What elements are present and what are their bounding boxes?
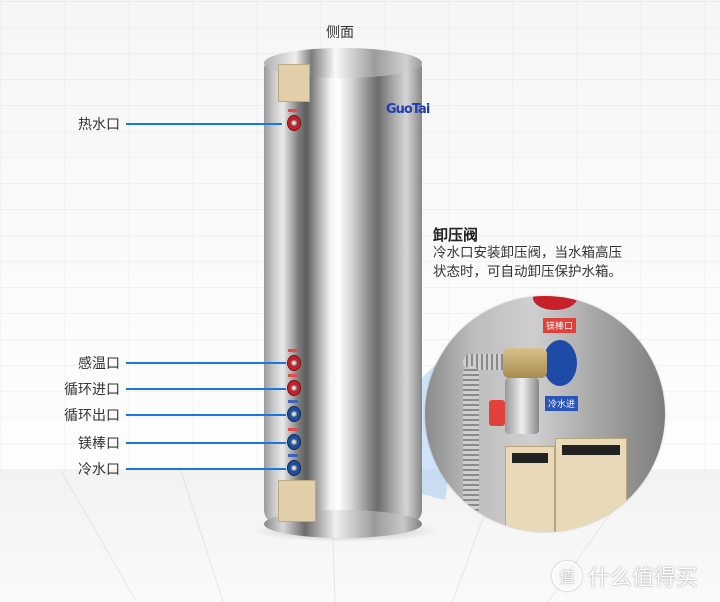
- relief-valve-closeup: 镁棒口 冷水进: [425, 296, 665, 532]
- cold-inlet-cap: [543, 340, 577, 386]
- relief-valve: [505, 378, 539, 434]
- sensor-port: [287, 355, 301, 371]
- red-port-cap: [533, 296, 577, 310]
- relief-valve-title: 卸压阀: [433, 226, 479, 244]
- hot-water-port: [287, 115, 301, 131]
- callout-line: [126, 414, 286, 416]
- manual-card: [505, 446, 555, 532]
- callout-cold-water: 冷水口: [40, 459, 286, 479]
- cold-water-port: [287, 460, 301, 476]
- water-heater-tank: GuoTai: [264, 48, 430, 538]
- flex-hose: [463, 366, 479, 516]
- callout-line: [126, 388, 286, 390]
- port-tag: [288, 374, 298, 377]
- callout-line: [126, 442, 286, 444]
- magnesium-tag: 镁棒口: [543, 318, 577, 333]
- port-tag: [288, 109, 298, 112]
- callout-line: [126, 362, 286, 364]
- port-tag: [288, 400, 298, 403]
- port-tag: [288, 428, 298, 431]
- relief-valve-lever: [489, 400, 505, 426]
- callout-circulation-outlet: 循环出口: [40, 405, 286, 425]
- port-tag: [288, 454, 298, 457]
- brass-fitting: [503, 348, 547, 378]
- watermark: 值 什么值得买: [552, 560, 698, 592]
- callout-sensor: 感温口: [40, 353, 286, 373]
- watermark-text: 什么值得买: [588, 566, 699, 591]
- relief-valve-description: 冷水口安装卸压阀，当水箱高压 状态时，可自动卸压保护水箱。: [433, 245, 622, 280]
- circulation-outlet-port: [287, 406, 301, 422]
- callout-hot-water: 热水口: [60, 114, 282, 134]
- side-view-label: 侧面: [326, 25, 354, 41]
- magnesium-rod-port: [287, 434, 301, 450]
- cold-in-tag: 冷水进: [545, 396, 579, 411]
- port-tag: [288, 349, 298, 352]
- flex-hose: [463, 354, 513, 370]
- safety-guide-card: [555, 438, 627, 532]
- install-sticker: [278, 480, 316, 522]
- brand-logo: GuoTai: [386, 102, 430, 117]
- warning-sticker: [278, 64, 310, 102]
- circulation-inlet-port: [287, 380, 301, 396]
- watermark-badge: 值: [552, 561, 582, 591]
- callout-circulation-inlet: 循环进口: [40, 379, 286, 399]
- callout-line: [126, 468, 286, 470]
- callout-line: [126, 123, 282, 125]
- callout-magnesium-rod: 镁棒口: [40, 433, 286, 453]
